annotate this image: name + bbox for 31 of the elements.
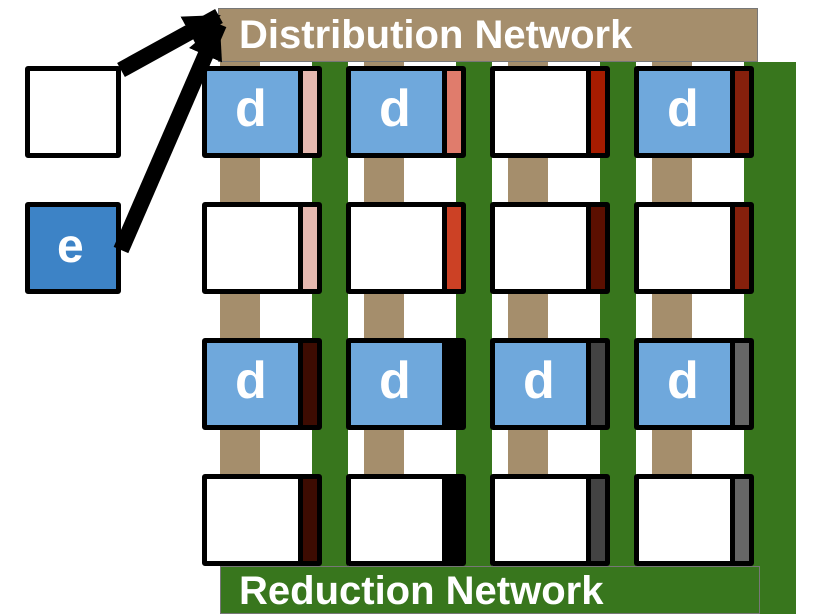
pe-block (634, 474, 754, 566)
network-label: Distribution Network (239, 12, 632, 59)
pe-block (490, 66, 610, 158)
pe-block (346, 66, 466, 158)
pe-block (634, 338, 754, 430)
network-band (220, 566, 760, 614)
pe-block (490, 474, 610, 566)
pe-block (202, 474, 322, 566)
pe-block (634, 202, 754, 294)
pe-block (490, 338, 610, 430)
pe-block (346, 202, 466, 294)
arrow (117, 9, 223, 77)
cell-letter: d (235, 351, 267, 411)
plain-box (25, 66, 121, 158)
pe-block (346, 474, 466, 566)
cell-letter: d (667, 79, 699, 139)
input-box (25, 202, 121, 294)
pe-block (490, 202, 610, 294)
cell-letter: d (523, 351, 555, 411)
pe-block (202, 338, 322, 430)
network-label: Reduction Network (239, 568, 604, 614)
pe-block (634, 66, 754, 158)
pe-block (202, 202, 322, 294)
cell-letter: d (235, 79, 267, 139)
network-band (218, 8, 758, 62)
cell-letter: d (379, 79, 411, 139)
cell-letter: d (379, 351, 411, 411)
box-letter: e (57, 219, 84, 275)
cell-letter: d (667, 351, 699, 411)
pe-block (346, 338, 466, 430)
pe-block (202, 66, 322, 158)
